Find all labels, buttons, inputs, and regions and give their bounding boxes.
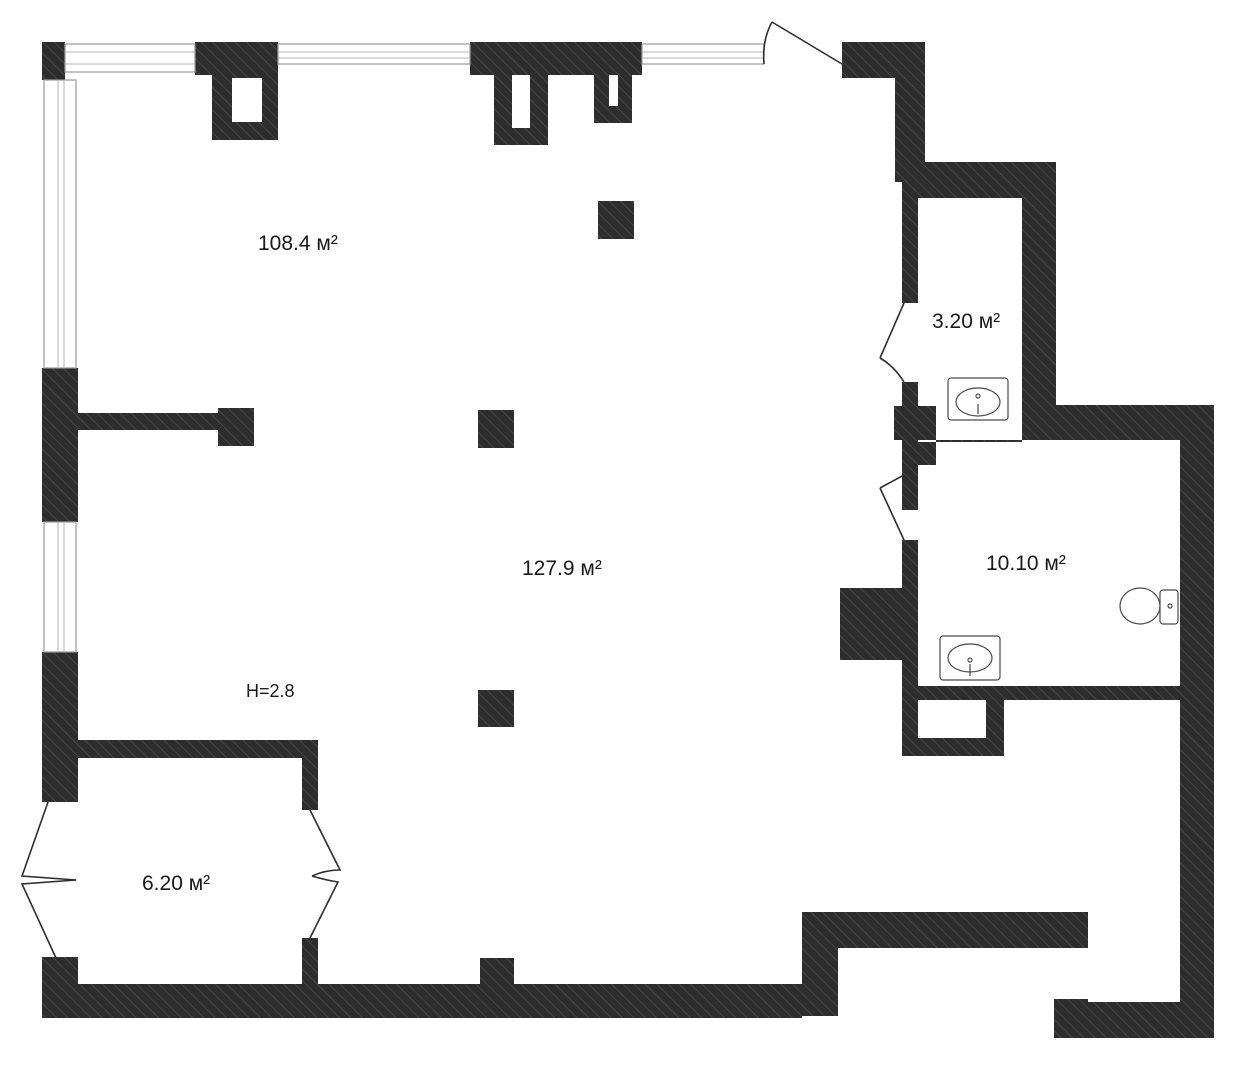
wall-wc-stub [894, 406, 936, 440]
window-left-1 [43, 79, 77, 369]
wall-vestibule-top [78, 740, 318, 810]
wall-corner-top-left [42, 42, 65, 80]
column-top-right [598, 201, 634, 239]
window-left-2 [43, 521, 77, 653]
wall-shaft-inner [858, 605, 888, 646]
label-area-wc-small: 3.20 м² [932, 310, 1000, 333]
window-top-1 [64, 43, 196, 73]
door-wc-large [879, 474, 905, 541]
door-entrance-top [762, 21, 843, 65]
wall-vestibule-right-low [302, 938, 318, 984]
walls [42, 42, 1214, 1038]
door-vestibule-right [309, 809, 342, 939]
labels: 108.4 м² 127.9 м² 3.20 м² 10.10 м² 6.20 … [142, 232, 1066, 895]
sink-icon [947, 377, 1009, 421]
label-area-wc-large: 10.10 м² [986, 552, 1066, 575]
wall-corner-bottom-right [918, 700, 986, 738]
wall-pillar-top-left [195, 42, 278, 140]
column-partition-end [218, 408, 254, 446]
window-top-2 [277, 43, 471, 65]
wall-pillar-top-middle [470, 42, 642, 145]
doors [20, 21, 905, 959]
wall-right-upper [802, 42, 1214, 1038]
window-top-3 [641, 43, 765, 65]
wall-bottom [42, 957, 802, 1018]
fixtures [939, 377, 1179, 681]
label-area-hall: 108.4 м² [258, 232, 338, 255]
column-bottom [478, 690, 514, 727]
sink-icon [939, 635, 1001, 681]
wall-left-lower [42, 652, 78, 802]
wall-left-mid [42, 368, 78, 522]
label-area-vestibule: 6.20 м² [142, 872, 210, 895]
label-ceiling-height: H=2.8 [246, 681, 295, 701]
toilet-icon [1119, 587, 1179, 625]
column-center [478, 410, 514, 448]
door-vestibule-left [20, 801, 77, 959]
wall-partition-left [78, 413, 218, 430]
label-area-main: 127.9 м² [522, 557, 602, 580]
door-wc-small [879, 302, 905, 383]
windows [43, 43, 765, 653]
